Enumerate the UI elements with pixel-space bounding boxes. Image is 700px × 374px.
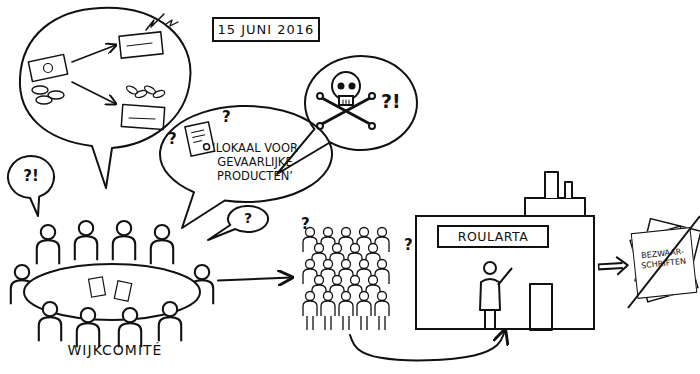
bubble-path [277, 56, 417, 174]
speech-bubble: ?! [8, 156, 54, 198]
speech-bubble-text: ? [228, 210, 268, 227]
company-building: ROULARTA [415, 215, 595, 330]
crowd-text: ? [301, 215, 317, 233]
skull-and-bones [317, 72, 375, 129]
chain-link [125, 84, 138, 95]
speech-bubble-text: ‘LOKAAL VOOR GEVAARLIJKE PRODUCTEN’ [188, 142, 322, 183]
document-icon [185, 122, 215, 156]
committee-member [113, 221, 135, 260]
committee-member [119, 308, 141, 347]
bone-end [369, 93, 375, 99]
chimney [545, 172, 558, 198]
spokesperson-arm [498, 268, 512, 285]
speech-bubble: ‘LOKAAL VOOR GEVAARLIJKE PRODUCTEN’ [160, 106, 332, 202]
objection-document-text: BEZWAAR- SCHRIFTEN [635, 246, 692, 271]
card-scribble [129, 118, 155, 119]
resident [303, 292, 317, 317]
chimney [565, 182, 572, 198]
spokesperson-legs [485, 310, 495, 328]
resident-legs [307, 316, 385, 330]
document-seal [203, 143, 210, 150]
flow-arrow [350, 330, 505, 360]
committee-table: WIJKCOMITÉ [10, 200, 215, 370]
objection-document: BEZWAAR- SCHRIFTEN [631, 227, 698, 299]
double-arrow-shaft [598, 265, 623, 266]
date-box: 15 JUNI 2016 [212, 17, 320, 42]
double-arrow-gap [599, 265, 623, 266]
speech-bubble-text: ?! [381, 90, 409, 113]
flow-arrow [72, 82, 116, 104]
skull-eye [349, 83, 356, 90]
skull-eye [338, 83, 345, 90]
bubble-path [8, 156, 54, 216]
table-paper [89, 277, 106, 297]
resident [357, 292, 371, 317]
resident [321, 292, 335, 317]
committee-member [75, 221, 97, 260]
arrow-line [218, 277, 292, 280]
spokesperson-head [484, 262, 496, 274]
flow-arrow [72, 45, 116, 62]
objection-sheet [630, 226, 698, 302]
committee-member [77, 308, 99, 347]
bone-end [317, 93, 323, 99]
question-mark: ? [168, 132, 177, 147]
document-sheet [185, 122, 215, 156]
factory-roof [525, 198, 585, 215]
banknote [28, 54, 67, 81]
lightning-bolt [166, 20, 178, 26]
bubble-path [208, 206, 268, 240]
arrow-line [350, 330, 505, 360]
card [121, 105, 164, 130]
card-scribble [127, 43, 152, 46]
chain-link [152, 89, 165, 99]
speech-bubble: ? [228, 206, 268, 232]
document-stack [630, 219, 700, 302]
coin [36, 96, 52, 104]
lightning-bolt [146, 14, 164, 30]
committee-member [37, 225, 59, 264]
company-building-text: ROULARTA [437, 225, 549, 248]
spokesperson-body [480, 279, 500, 310]
table-paper [114, 281, 131, 302]
crowd-figures [303, 228, 389, 331]
factory-door [530, 284, 552, 330]
question-mark: ? [222, 110, 231, 125]
bubble-path [160, 106, 332, 228]
card [119, 32, 163, 58]
date-box-text: 15 JUNI 2016 [214, 22, 318, 38]
flow-arrow [598, 257, 628, 275]
coin [32, 86, 48, 94]
committee-member [39, 302, 61, 341]
bone-end [369, 123, 375, 129]
committee-member [151, 225, 173, 264]
strike-through [628, 216, 700, 308]
document-lines [191, 130, 206, 142]
skull-jaw [339, 96, 353, 105]
skull-teeth [343, 100, 349, 105]
banknote-mark [44, 64, 53, 73]
committee-member [159, 302, 181, 341]
factory-details [480, 172, 585, 330]
resident [375, 292, 389, 317]
question-mark: ? [404, 238, 413, 253]
arrow-head [616, 257, 628, 275]
flow-arrow [218, 277, 292, 280]
crowd: ? [295, 215, 405, 335]
speech-bubble-text: ?! [8, 167, 54, 185]
chain-link [143, 84, 156, 95]
committee-table-text: WIJKCOMITÉ [50, 342, 180, 359]
resident [339, 292, 353, 317]
crossbones [322, 98, 370, 124]
speech-bubble: ?! [305, 56, 417, 150]
committee [11, 221, 213, 347]
